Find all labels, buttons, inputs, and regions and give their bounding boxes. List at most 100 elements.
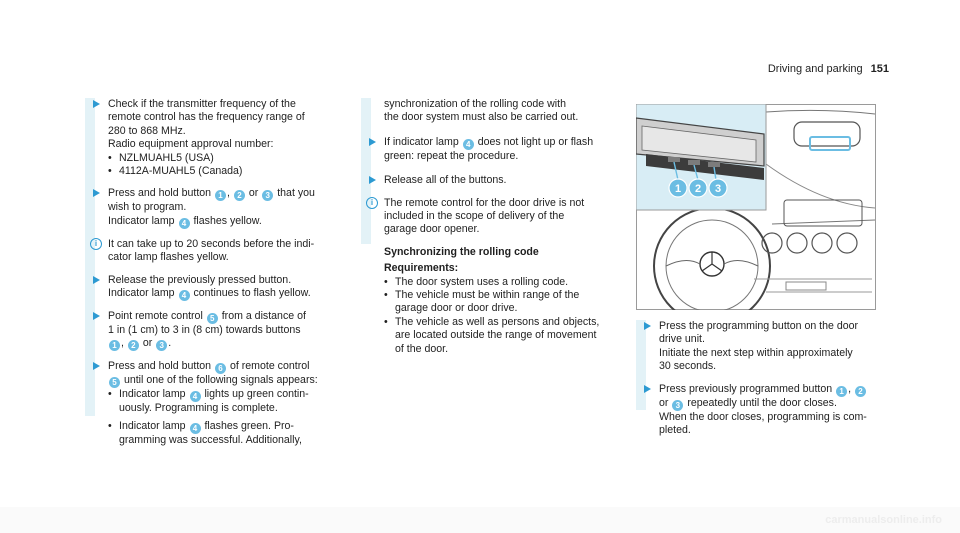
text-line: 5 until one of the following signals app…	[108, 374, 360, 389]
signal-item-2: Indicator lamp 4 flashes green. Pro-gram…	[108, 420, 360, 447]
callout-3-icon: 3	[672, 399, 684, 411]
step-arrow-icon	[369, 176, 376, 185]
section-heading: Synchronizing the rolling code	[384, 245, 539, 258]
callout-2-icon: 2	[233, 190, 245, 202]
text-line: green: repeat the procedure.	[384, 149, 519, 162]
highlight-box	[809, 136, 851, 151]
continued-text: synchronization of the rolling code with…	[361, 98, 631, 125]
callout-1-icon: 1	[836, 385, 848, 397]
callout-1-icon: 1	[109, 340, 120, 352]
text-line: Release all of the buttons.	[384, 174, 507, 187]
step-point-remote: Point remote control 5 from a distance o…	[85, 310, 360, 352]
step-if-indicator: If indicator lamp 4 does not light up or…	[361, 136, 631, 163]
step-arrow-icon	[644, 322, 651, 330]
requirements-list: The door system uses a rolling code. The…	[361, 276, 631, 356]
info-note-1: i It can take up to 20 seconds before th…	[85, 237, 360, 265]
column-3: Press the programming button on the door…	[636, 320, 886, 446]
text-line: When the door closes, programming is com…	[659, 410, 867, 423]
figure-illustration: 1 2 3	[635, 103, 876, 325]
list-item: The vehicle as well as persons and objec…	[384, 316, 631, 356]
step-arrow-icon	[93, 189, 100, 198]
list-item: The vehicle must be within range of theg…	[384, 289, 631, 316]
figure-callout-3-label: 3	[715, 183, 721, 195]
step-press-programming-button: Press the programming button on the door…	[636, 320, 886, 374]
text-line: remote control has the frequency range o…	[108, 111, 305, 124]
figure-callout-1-icon	[668, 178, 688, 198]
interior-mirror	[793, 121, 861, 147]
column-2: synchronization of the rolling code with…	[361, 98, 631, 356]
section-title: Driving and parking	[767, 63, 863, 75]
approval-canada: 4112A-MUAHL5 (Canada)	[108, 165, 360, 179]
step-arrow-icon	[93, 275, 100, 284]
column-1: Check if the transmitter frequency of th…	[85, 98, 360, 456]
figure-callout-3-icon	[708, 178, 728, 198]
text-line: Initiate the next step within approximat…	[659, 346, 853, 359]
figure-rearview-mirror-buttons: 1 2 3	[635, 103, 876, 325]
callout-1-icon: 1	[215, 190, 227, 202]
callout-4-icon: 4	[178, 290, 190, 302]
text-line: Press previously programmed button 1, 2	[659, 383, 886, 397]
text-line: wish to program.	[108, 201, 187, 214]
step-release-all: Release all of the buttons.	[361, 174, 631, 187]
callout-4-icon: 4	[178, 217, 190, 229]
step-press-remote-button: Press and hold button 6 of remote contro…	[85, 360, 360, 447]
text-line: It can take up to 20 seconds before the …	[108, 237, 315, 250]
text-line: cator lamp flashes yellow.	[108, 251, 229, 264]
figure-callout-1-label: 1	[675, 183, 681, 195]
column-bar	[361, 98, 371, 244]
callout-6-icon: 6	[215, 363, 227, 375]
text-line: drive unit.	[659, 333, 705, 346]
step-arrow-icon	[369, 137, 376, 146]
footer-bar: carmanualsonline.info	[0, 507, 960, 533]
text-line: Press and hold button 6 of remote contro…	[108, 360, 310, 375]
text-line: Press the programming button on the door	[659, 320, 859, 332]
info-icon: i	[366, 196, 378, 209]
callout-2-icon: 2	[127, 340, 139, 352]
text-line: Release the previously pressed button.	[108, 273, 292, 286]
text-line: Indicator lamp 4 flashes yellow.	[108, 214, 262, 229]
text-line: pleted.	[659, 424, 691, 437]
callout-4-icon: 4	[462, 138, 474, 150]
callout-5-icon: 5	[206, 313, 218, 325]
text-line: 30 seconds.	[659, 360, 717, 373]
column-bar	[636, 320, 646, 410]
text-line: If indicator lamp 4 does not light up or…	[384, 135, 594, 150]
text-line: 1, 2 or 3.	[108, 337, 360, 352]
requirements-label: Requirements:	[384, 262, 459, 275]
signal-item-1: Indicator lamp 4 lights up green contin-…	[108, 388, 360, 415]
step-press-hold-button: Press and hold button 1, 2 or 3 that you…	[85, 187, 360, 229]
list-item: The door system uses a rolling code.	[384, 276, 631, 290]
text-line: the door system must also be carried out…	[384, 111, 579, 124]
info-icon: i	[90, 237, 102, 250]
watermark: carmanualsonline.info	[825, 513, 942, 526]
step-arrow-icon	[93, 362, 100, 371]
callout-5-icon: 5	[109, 377, 120, 389]
info-note-2: i The remote control for the door drive …	[361, 196, 631, 237]
step-arrow-icon	[93, 312, 100, 321]
text-line: included in the scope of delivery of the	[384, 210, 565, 223]
text-line: 1 in (1 cm) to 3 in (8 cm) towards butto…	[108, 324, 301, 337]
text-line: Indicator lamp 4 continues to flash yell…	[108, 287, 311, 302]
approval-label: Radio equipment approval number:	[108, 138, 274, 151]
text-line: or 3 repeatedly until the door closes.	[659, 396, 837, 411]
page-number: 151	[870, 63, 889, 75]
step-arrow-icon	[644, 384, 651, 393]
step-release-button: Release the previously pressed button. I…	[85, 273, 360, 302]
figure-callout-2-icon	[688, 178, 708, 198]
callout-2-icon: 2	[854, 385, 866, 397]
callout-4-icon: 4	[189, 391, 201, 403]
figure-callout-2-label: 2	[695, 183, 701, 195]
callout-3-icon: 3	[156, 340, 168, 352]
callout-3-icon: 3	[262, 190, 274, 202]
text-line: 280 to 868 MHz.	[108, 124, 186, 137]
text-line: Check if the transmitter frequency of th…	[108, 98, 296, 110]
step-press-programmed-button: Press previously programmed button 1, 2 …	[636, 383, 886, 438]
text-line: garage door opener.	[384, 223, 480, 236]
center-display	[783, 199, 863, 227]
step-arrow-icon	[93, 100, 100, 108]
column-bar	[85, 98, 95, 416]
text-line: Point remote control 5 from a distance o…	[108, 310, 306, 325]
text-line: Press and hold button 1, 2 or 3 that you	[108, 187, 315, 202]
text-line: synchronization of the rolling code with	[384, 98, 566, 110]
approval-usa: NZLMUAHL5 (USA)	[108, 152, 360, 166]
